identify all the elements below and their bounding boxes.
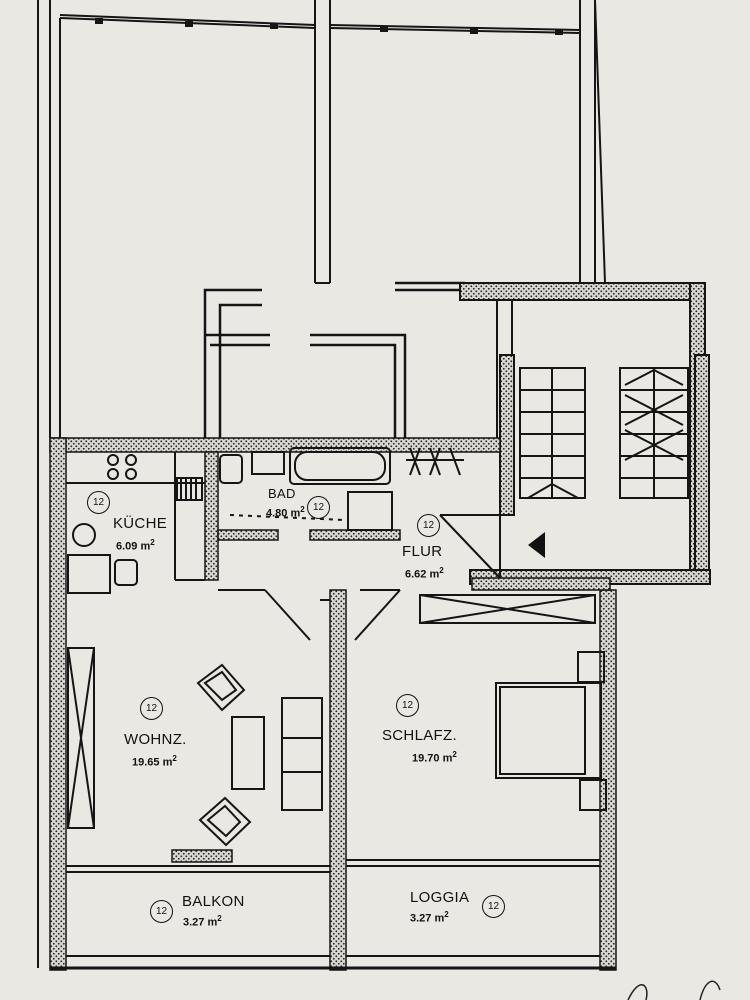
room-area-balkon: 3.27 m2	[183, 914, 222, 929]
room-area-bad: 4.80 m2	[266, 505, 305, 520]
room-tag-flur: 12	[417, 514, 440, 537]
living-furniture	[67, 647, 323, 847]
room-area-loggia: 3.27 m2	[410, 910, 449, 925]
room-area-flur: 6.62 m2	[405, 566, 444, 581]
window-ticks-top	[95, 18, 563, 35]
room-area-wohnz: 19.65 m2	[132, 754, 177, 769]
room-tag-balkon: 12	[150, 900, 173, 923]
room-name-kueche: KÜCHE	[113, 515, 168, 532]
room-name-bad: BAD	[268, 486, 296, 501]
room-tag-kueche: 12	[87, 491, 110, 514]
room-name-loggia: LOGGIA	[410, 889, 470, 906]
room-tag-wohnz: 12	[140, 697, 163, 720]
room-name-flur: FLUR	[402, 543, 443, 560]
staircase	[459, 282, 711, 585]
room-name-balkon: BALKON	[182, 893, 245, 910]
room-name-wohnz: WOHNZ.	[124, 731, 187, 748]
bathroom-fixtures	[219, 447, 464, 531]
corridor-walls	[203, 281, 465, 438]
upper-building-outline	[37, 0, 606, 968]
balcony-rails	[50, 859, 616, 970]
room-tag-bad: 12	[307, 496, 330, 519]
entrance-arrow-icon	[528, 532, 545, 558]
room-name-schlafz: SCHLAFZ.	[382, 727, 457, 744]
room-tag-schlafz: 12	[396, 694, 419, 717]
kitchen-fixtures	[66, 452, 205, 594]
room-area-kueche: 6.09 m2	[116, 538, 155, 553]
door-swings	[218, 514, 501, 641]
handwritten-mark	[627, 980, 721, 1000]
bedroom-furniture	[419, 594, 607, 811]
room-tag-loggia: 12	[482, 895, 505, 918]
apartment-walls	[49, 437, 617, 971]
room-area-schlafz: 19.70 m2	[412, 750, 457, 765]
